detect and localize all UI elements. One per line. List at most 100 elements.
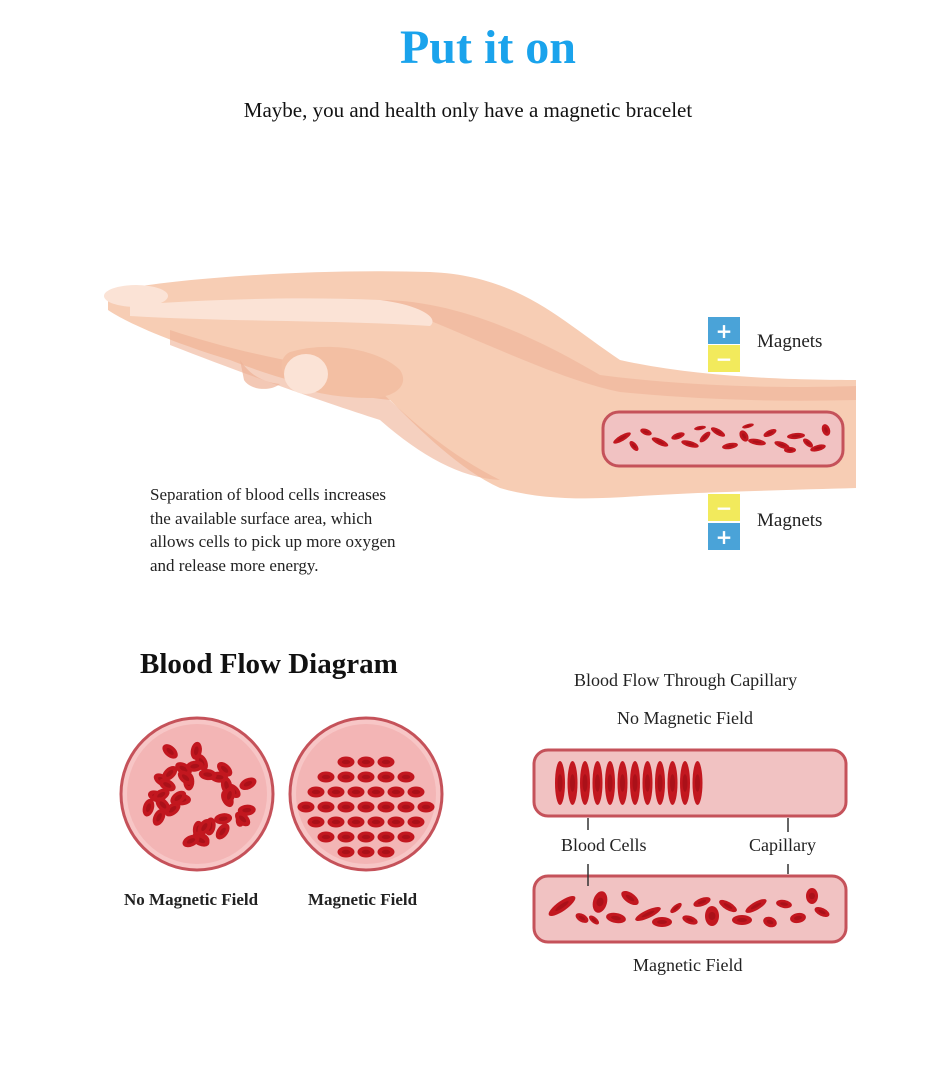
magnet-plus-icon: +	[708, 317, 740, 344]
blood-cell	[214, 813, 233, 825]
blood-cell-center	[708, 912, 716, 920]
blood-cell-center	[702, 434, 708, 440]
blood-cell-center	[697, 899, 707, 905]
blood-cell	[387, 816, 405, 828]
blood-cell-center	[620, 774, 625, 792]
blood-cells-label: Blood Cells	[561, 835, 647, 855]
blood-cell	[732, 915, 752, 925]
palm-shading	[170, 330, 500, 480]
blood-cell-center	[341, 759, 351, 765]
description: Separation of blood cells increases the …	[150, 483, 470, 577]
capillary-label: Capillary	[749, 835, 816, 855]
blood-cell-center	[351, 789, 361, 795]
arm-shading	[380, 300, 856, 401]
blood-cell-center	[695, 774, 700, 792]
no-field-circle-label: No Magnetic Field	[124, 890, 259, 909]
blood-cell	[630, 761, 640, 805]
blood-cell	[763, 428, 777, 438]
blood-cell-center	[625, 894, 635, 902]
blood-cell-center	[814, 446, 822, 450]
blood-cell-center	[371, 789, 381, 795]
blood-cell-center	[331, 819, 341, 825]
capillary-diagram	[532, 748, 848, 944]
blood-cell-center	[670, 774, 675, 792]
finger-highlight	[130, 298, 433, 326]
blood-cell-center	[341, 804, 351, 810]
blood-cell	[307, 786, 325, 798]
blood-cell-center	[168, 805, 177, 813]
blood-cell-center	[221, 765, 229, 773]
blood-cell-center	[787, 448, 793, 452]
magnet-minus-icon: −	[708, 494, 740, 521]
blood-cell-center	[570, 774, 575, 792]
blood-cell	[810, 444, 826, 452]
blood-cell	[617, 761, 628, 805]
blood-cell-center	[645, 774, 650, 792]
blood-cell-center	[555, 901, 569, 911]
blood-cell	[142, 798, 155, 817]
blood-cell-center	[193, 746, 199, 756]
blood-cell-center	[341, 774, 351, 780]
magnet-plus-icon: +	[708, 523, 740, 550]
blood-cell-center	[190, 763, 200, 769]
magnets-label-bottom: Magnets	[757, 510, 823, 531]
blood-cell	[407, 816, 425, 828]
blood-cell	[739, 430, 749, 442]
blood-cell	[357, 771, 375, 783]
blood-cell	[337, 846, 355, 858]
blood-cell-center	[778, 443, 786, 447]
blood-cell	[670, 902, 682, 914]
blood-cell	[692, 761, 703, 805]
blood-cell	[377, 801, 395, 813]
blood-cell	[642, 761, 653, 805]
blood-cell-center	[391, 819, 401, 825]
blood-cell	[162, 766, 178, 781]
blood-cell	[317, 831, 335, 843]
blood-cell-center	[411, 819, 421, 825]
blood-cell	[357, 756, 375, 768]
blood-cell-center	[371, 819, 381, 825]
blood-cell-center	[421, 804, 431, 810]
blood-cell-center	[737, 918, 747, 922]
blood-cell	[784, 447, 796, 453]
blood-cell-center	[361, 804, 371, 810]
blood-cell	[223, 786, 236, 805]
blood-cell-center	[617, 435, 627, 441]
blood-cell	[182, 834, 200, 848]
blood-cell-center	[361, 849, 371, 855]
blood-cell-center	[174, 794, 183, 801]
blood-cell-center	[381, 849, 391, 855]
blood-cell	[215, 823, 230, 840]
blood-cell	[682, 915, 698, 925]
blood-cell	[198, 769, 217, 781]
description-line: and release more energy.	[150, 555, 319, 575]
blood-cell	[177, 770, 194, 785]
blood-cell-center	[643, 430, 649, 434]
blood-cell	[357, 831, 375, 843]
blood-cell	[575, 913, 589, 923]
blood-cell-center	[780, 902, 788, 906]
blood-cell	[613, 432, 631, 444]
blood-cell	[705, 906, 719, 926]
blood-cell-center	[179, 765, 188, 772]
blood-cell	[397, 771, 415, 783]
blood-cell-center	[557, 774, 563, 792]
blood-cell-center	[381, 759, 391, 765]
blood-cell-center	[745, 424, 751, 428]
blood-cell	[347, 816, 365, 828]
blood-cell-center	[611, 915, 621, 921]
blood-cell	[629, 441, 639, 451]
blood-cell	[592, 891, 608, 913]
blood-cell-center	[238, 815, 247, 823]
blood-cell	[152, 808, 166, 826]
page-subtitle: Maybe, you and health only have a magnet…	[243, 98, 693, 122]
blood-cell-center	[381, 774, 391, 780]
blood-cell	[317, 771, 335, 783]
blood-cell	[317, 801, 335, 813]
blood-cell	[327, 786, 345, 798]
blood-cell	[337, 771, 355, 783]
blood-cell-center	[673, 905, 679, 911]
blood-cell	[377, 831, 395, 843]
